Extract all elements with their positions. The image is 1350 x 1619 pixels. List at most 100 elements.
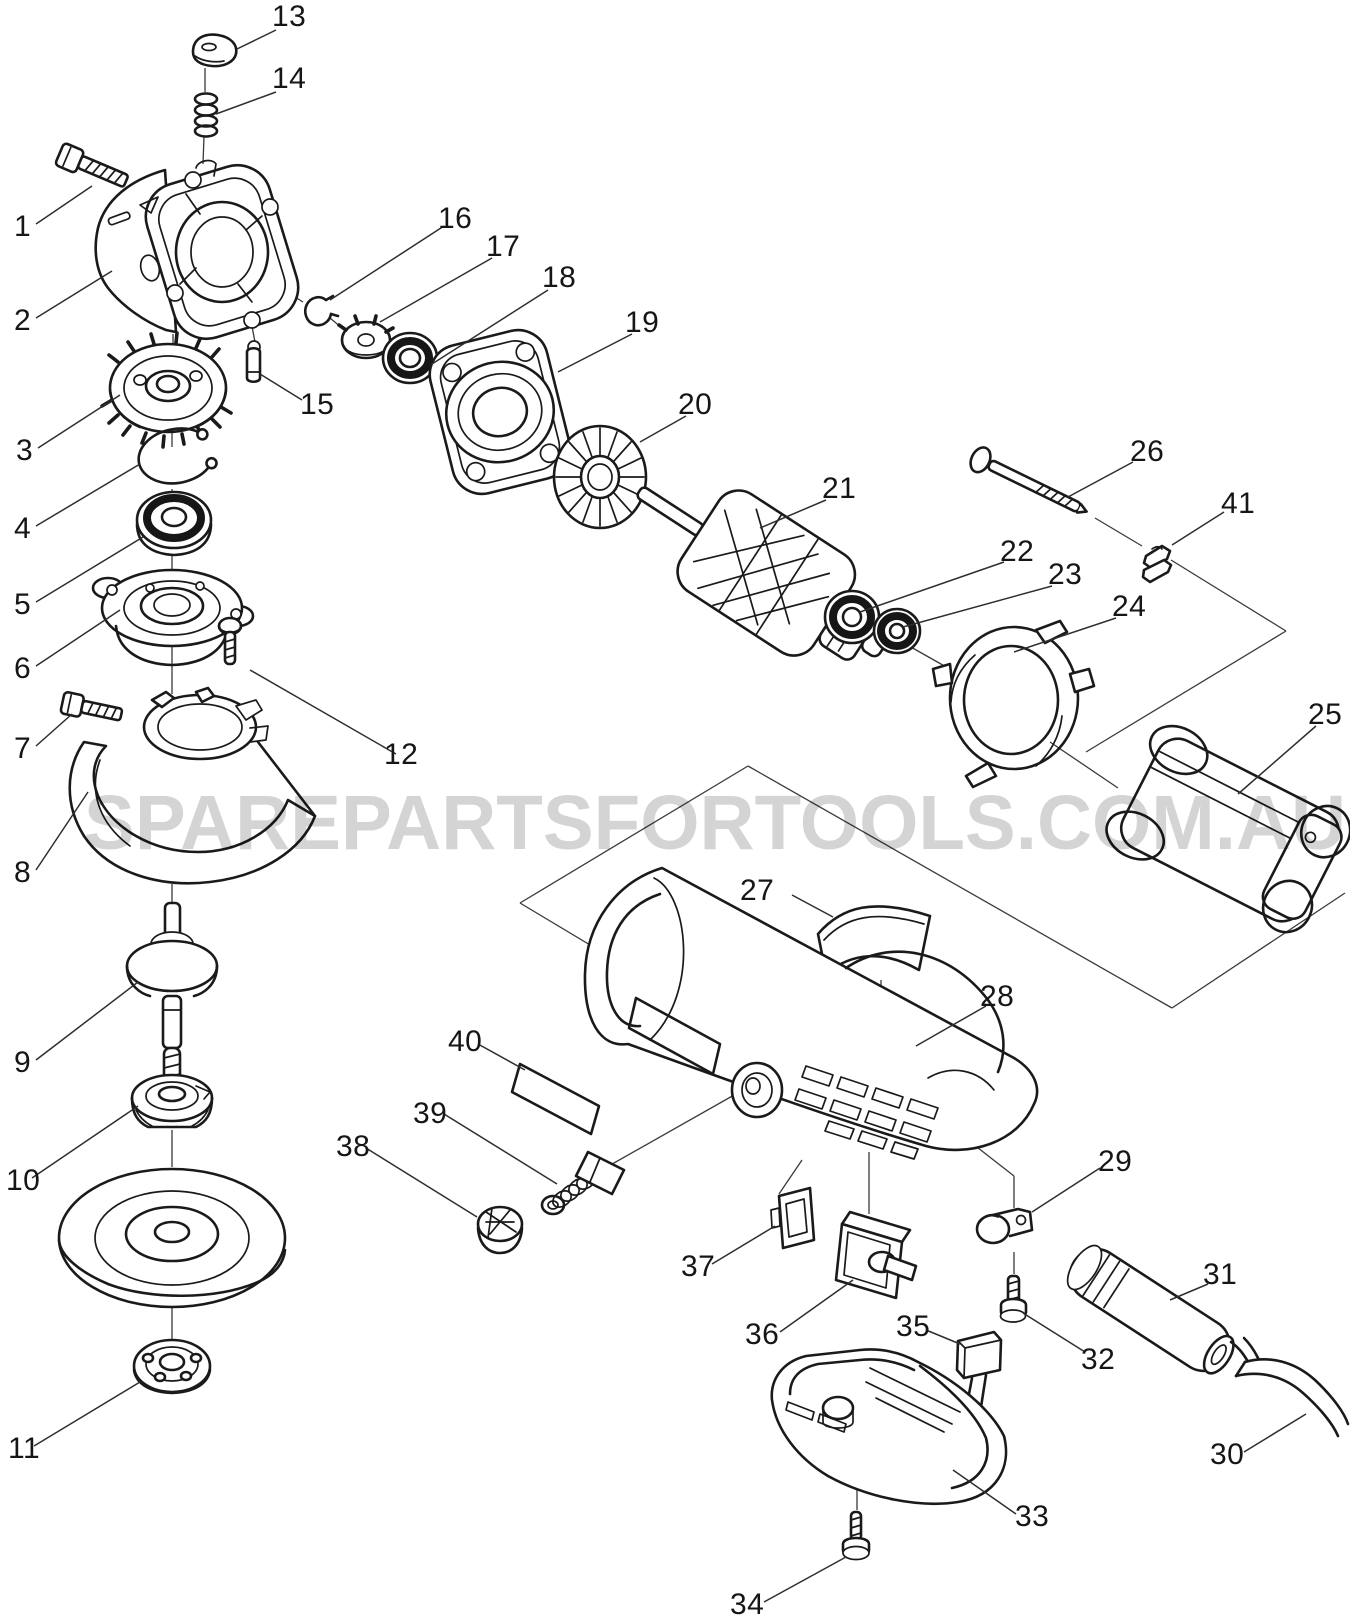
part-1-bolt-icon xyxy=(54,142,129,188)
part-9-leader-line xyxy=(35,981,139,1061)
part-2-leader-line xyxy=(35,270,113,319)
part-17-leader-line xyxy=(379,257,493,323)
part-11-leader-line xyxy=(33,1381,141,1447)
part-label-35: 35 xyxy=(896,1310,931,1343)
part-28-motor-housing-icon xyxy=(583,866,1039,1160)
part-label-12: 12 xyxy=(384,738,419,771)
part-29-cord-clamp-icon xyxy=(975,1207,1034,1245)
part-9-spindle-icon xyxy=(125,901,219,1098)
part-label-21: 21 xyxy=(822,472,857,505)
part-40-label-sticker-icon xyxy=(510,1062,601,1136)
part-14-leader-line xyxy=(215,91,277,115)
part-34-leader-line xyxy=(763,1556,847,1603)
part-27-leader-line xyxy=(791,894,834,918)
part-30-leader-line xyxy=(1243,1413,1307,1453)
part-3-leader-line xyxy=(37,394,121,449)
part-label-18: 18 xyxy=(542,261,577,294)
parts-artwork xyxy=(54,33,1350,1561)
part-24-leader-line xyxy=(1013,617,1117,653)
part-32-screw-icon xyxy=(999,1274,1028,1323)
part-label-22: 22 xyxy=(1000,535,1035,568)
part-13-cap-icon xyxy=(191,33,238,68)
frame-line-1 xyxy=(747,765,1173,1009)
part-label-26: 26 xyxy=(1130,435,1165,468)
part-label-34: 34 xyxy=(730,1588,765,1619)
part-13-leader-line xyxy=(236,29,277,50)
part-18-bearing-icon xyxy=(381,331,439,385)
part-label-1: 1 xyxy=(14,210,32,243)
part-40-leader-line xyxy=(477,1043,526,1071)
part-label-14: 14 xyxy=(272,62,307,95)
part-35-leader-line xyxy=(925,1329,961,1345)
part-6-bearing-box-icon xyxy=(91,568,255,667)
part-label-8: 8 xyxy=(14,856,32,889)
part-33-rear-cover-icon xyxy=(770,1348,1008,1505)
part-15-pin-icon xyxy=(245,340,262,384)
part-16-leader-line xyxy=(329,225,445,301)
part-25-field-stator-icon xyxy=(1105,724,1350,934)
part-19-bearing-box-plate-icon xyxy=(428,328,572,496)
part-29-leader-line xyxy=(1031,1167,1101,1213)
part-label-13: 13 xyxy=(272,0,307,33)
part-7-leader-line xyxy=(35,713,73,747)
part-5-bearing-icon xyxy=(135,490,213,557)
part-41-clip-icon xyxy=(1141,544,1173,584)
part-label-11: 11 xyxy=(8,1432,41,1465)
part-label-28: 28 xyxy=(980,980,1015,1013)
part-31-leader-line xyxy=(1169,1283,1209,1301)
part-label-24: 24 xyxy=(1112,590,1147,623)
part-label-39: 39 xyxy=(413,1097,448,1130)
part-5-leader-line xyxy=(35,536,144,603)
part-label-38: 38 xyxy=(336,1130,371,1163)
part-label-27: 27 xyxy=(740,874,775,907)
part-label-33: 33 xyxy=(1015,1500,1050,1533)
part-8-leader-line xyxy=(35,791,89,871)
part-22-leader-line xyxy=(859,561,1005,613)
frame-line-4 xyxy=(1170,559,1287,632)
part-20-fan-gear-icon xyxy=(552,424,648,530)
part-16-retaining-ring-icon xyxy=(303,294,340,327)
part-28-leader-line xyxy=(915,1005,987,1047)
part-20-leader-line xyxy=(639,415,687,443)
part-19-leader-line xyxy=(557,333,633,373)
part-label-29: 29 xyxy=(1098,1145,1133,1178)
part-25-leader-line xyxy=(1237,725,1317,795)
part-36-leader-line xyxy=(779,1279,854,1333)
part-31-cord-guard-icon xyxy=(1066,1244,1235,1375)
part-2-gear-housing-icon xyxy=(94,159,300,341)
part-label-31: 31 xyxy=(1203,1258,1238,1291)
axis-line-19 xyxy=(1049,741,1119,789)
part-15-leader-line xyxy=(259,373,303,401)
axis-line-20 xyxy=(1094,517,1143,547)
part-label-15: 15 xyxy=(300,388,335,421)
part-37-connector-icon xyxy=(770,1186,816,1250)
part-10-inner-flange-icon xyxy=(130,1073,214,1129)
frame-line-0 xyxy=(519,765,749,904)
part-3-bevel-gear-icon xyxy=(100,331,233,449)
grinding-wheel-disc xyxy=(57,1167,287,1309)
part-7-screw-icon xyxy=(59,691,124,722)
part-39-leader-line xyxy=(443,1113,558,1185)
part-12-screw-icon xyxy=(217,616,243,666)
part-12-leader-line xyxy=(249,669,397,755)
part-label-3: 3 xyxy=(16,434,34,467)
part-label-32: 32 xyxy=(1081,1343,1116,1376)
part-11-lock-nut-icon xyxy=(132,1338,212,1395)
part-4-leader-line xyxy=(35,463,141,527)
part-35-capacitor-icon xyxy=(955,1330,1003,1412)
part-label-36: 36 xyxy=(745,1318,780,1351)
part-label-16: 16 xyxy=(438,202,473,235)
part-39-carbon-brush-icon xyxy=(540,1150,626,1216)
frame-line-5 xyxy=(1085,630,1287,753)
part-label-41: 41 xyxy=(1221,487,1256,520)
part-32-leader-line xyxy=(1022,1312,1086,1353)
part-14-spring-icon xyxy=(193,92,219,138)
part-label-7: 7 xyxy=(14,732,32,765)
part-label-10: 10 xyxy=(6,1164,41,1197)
part-label-5: 5 xyxy=(14,588,32,621)
part-label-17: 17 xyxy=(486,230,521,263)
part-label-2: 2 xyxy=(14,304,32,337)
part-label-37: 37 xyxy=(681,1250,716,1283)
